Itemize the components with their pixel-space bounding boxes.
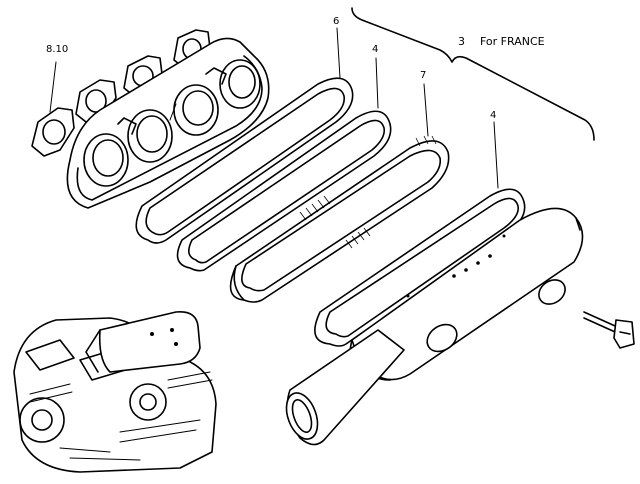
label-for-france: For FRANCE xyxy=(480,35,545,48)
label-part-4-lower: 4 xyxy=(490,110,497,121)
label-part-4-upper: 4 xyxy=(372,44,379,55)
label-part-8-10: 8.10 xyxy=(46,44,69,55)
wing-bolt xyxy=(583,311,635,349)
filter-element-part-7 xyxy=(229,83,450,303)
intake-adaptor-plate xyxy=(66,37,270,209)
air-cleaner-housing xyxy=(285,207,584,446)
group-bracket xyxy=(351,7,595,141)
engine-inset-illustration xyxy=(13,310,217,473)
gasket-ring-part-4-lower xyxy=(314,121,526,347)
label-part-6: 6 xyxy=(333,16,340,27)
label-part-3: 3 xyxy=(458,35,465,48)
seal-ring-part-6 xyxy=(135,27,354,244)
label-part-7: 7 xyxy=(420,70,427,81)
gasket-ring-part-4-upper xyxy=(176,57,392,272)
filter-mesh xyxy=(299,135,437,249)
